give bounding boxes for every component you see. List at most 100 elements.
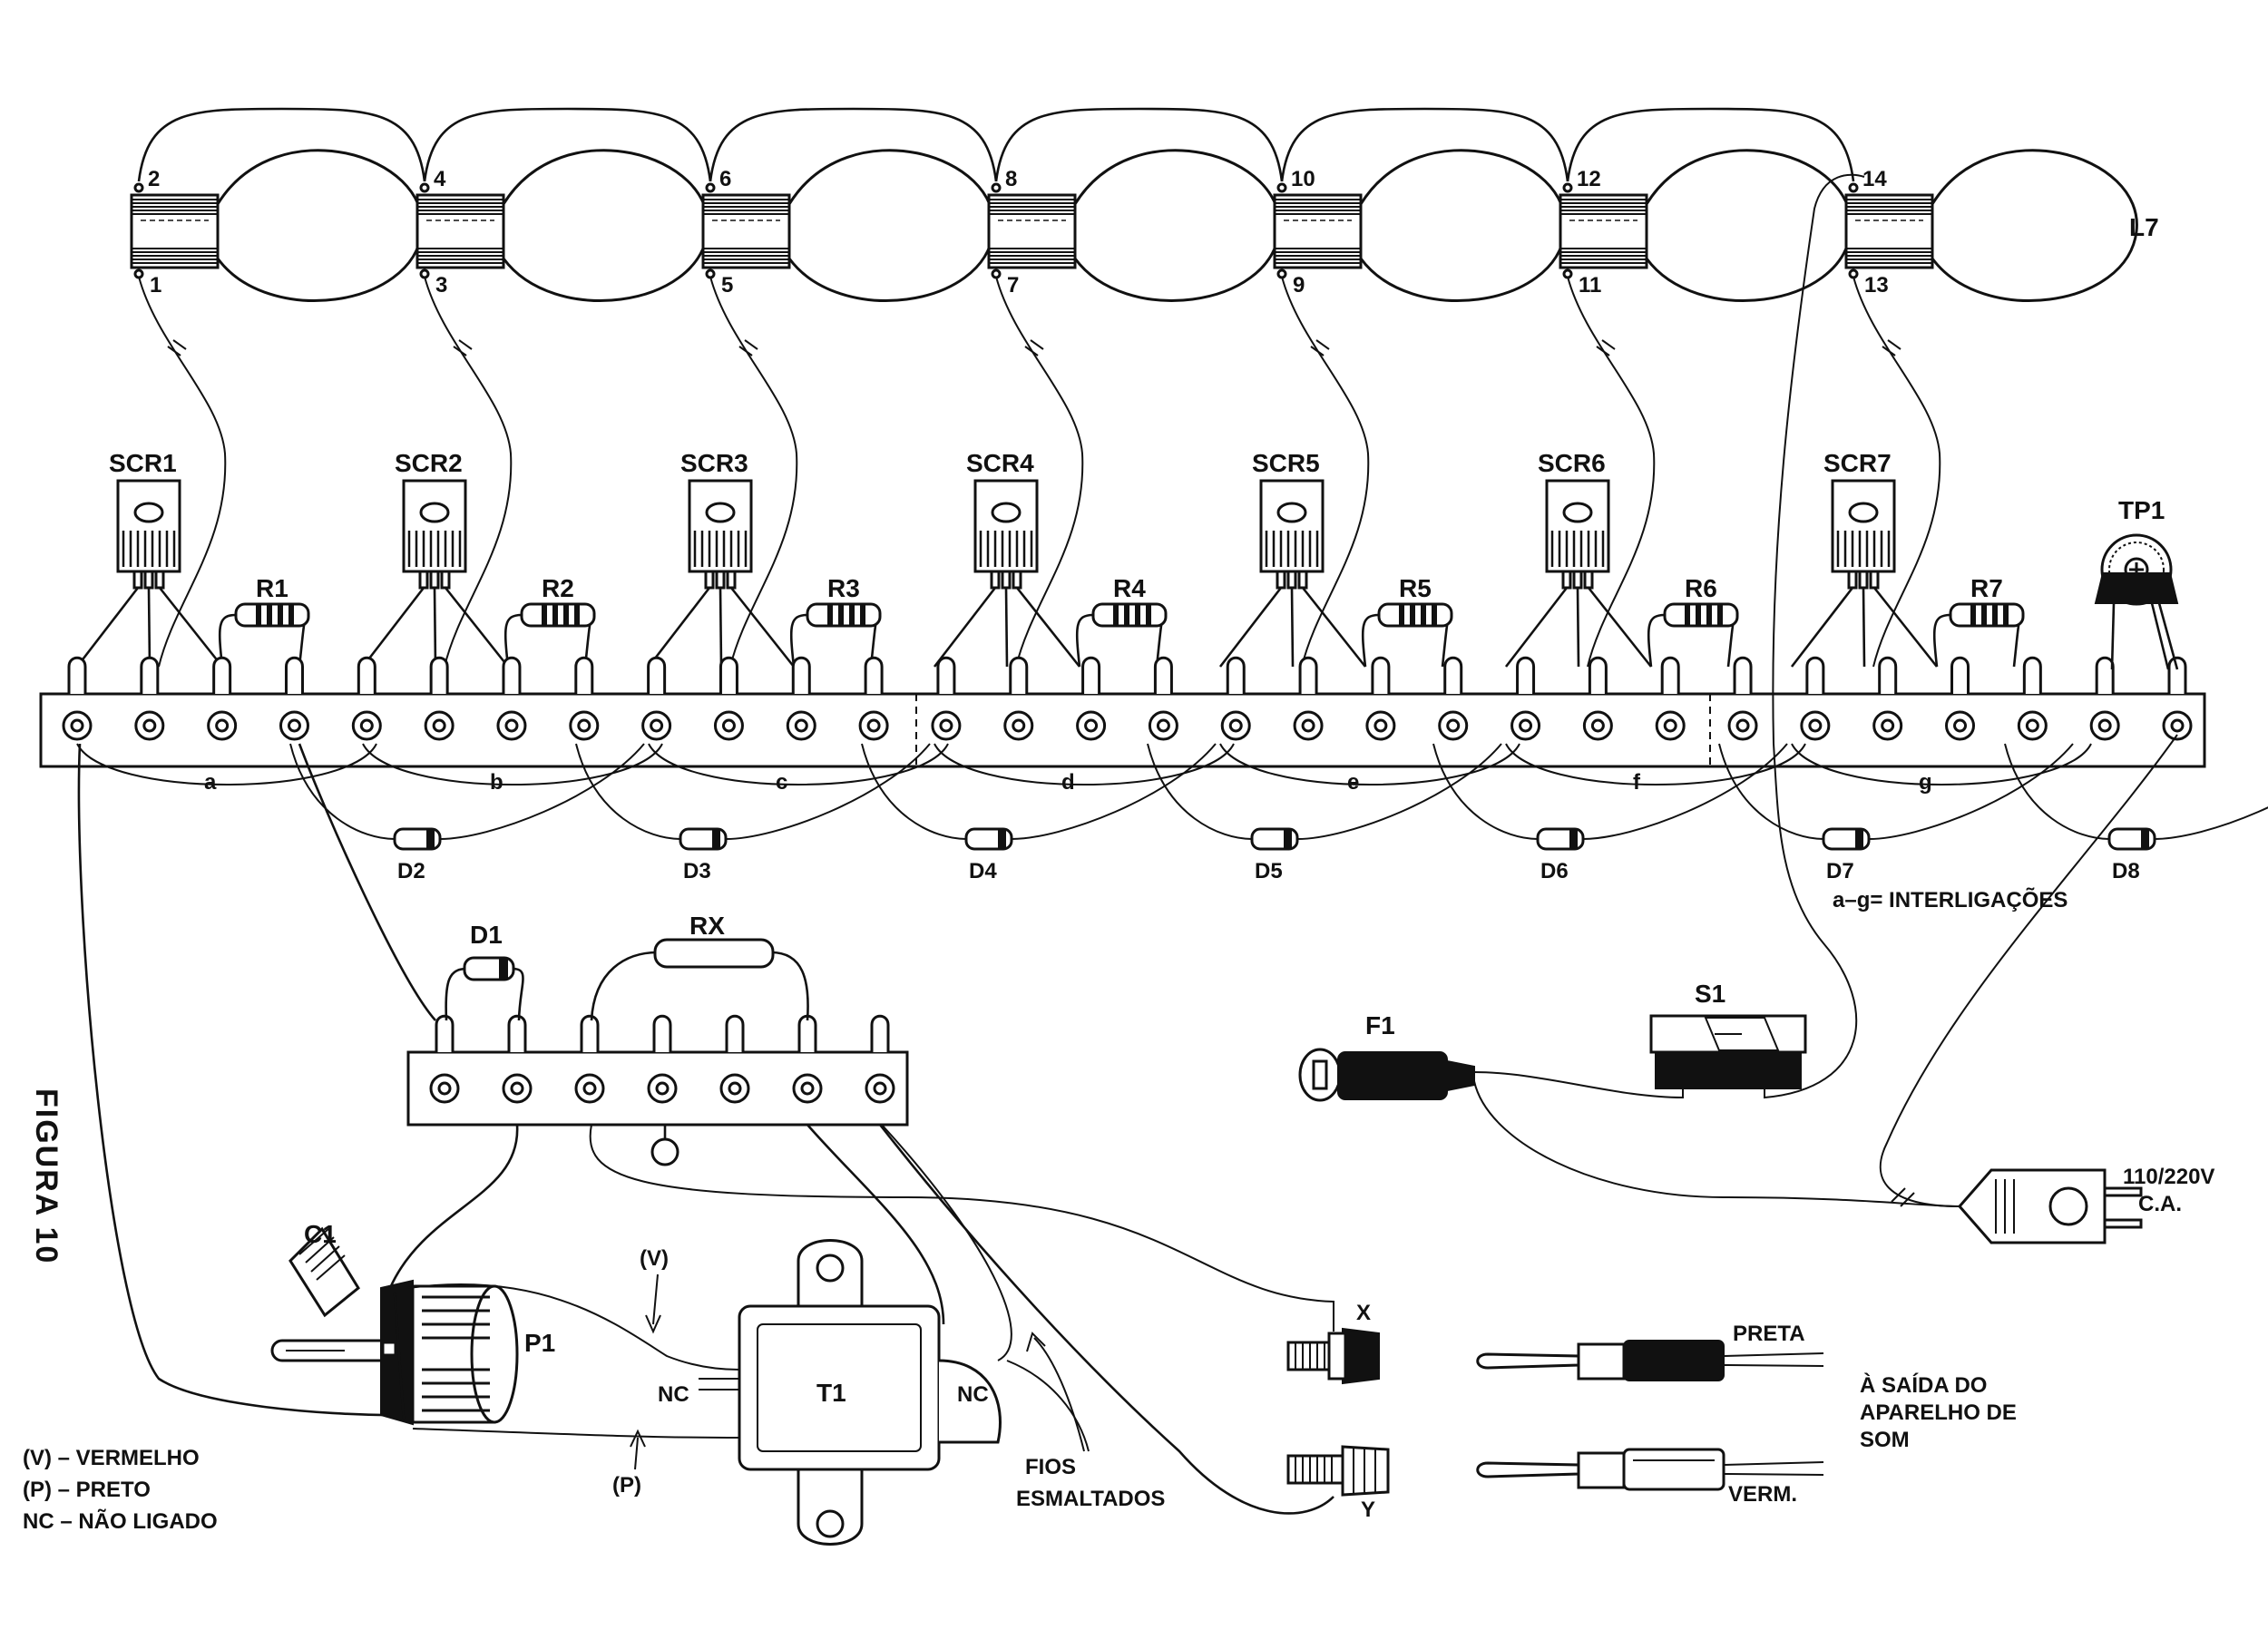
scr-row: SCR1R1SCR2R2SCR3R3SCR4R4SCR5R5SCR6R6SCR7… <box>75 276 2025 668</box>
trimpot-tp1: TP1 <box>2094 496 2179 670</box>
resistor-label: R3 <box>827 574 860 602</box>
scr-lead <box>1218 587 1283 668</box>
strip-screw <box>1012 718 1026 733</box>
lamp-terminal-bottom: 1 <box>150 273 161 298</box>
scr-label: SCR7 <box>1823 449 1892 477</box>
strip-screw <box>1228 718 1243 733</box>
lamp-bulb <box>787 149 995 302</box>
potentiometer-p1: C1 P1 <box>270 1220 555 1426</box>
lower-screw <box>510 1081 524 1096</box>
strip-tag <box>864 656 884 694</box>
strip-screw <box>287 718 301 733</box>
lower-tag <box>725 1014 745 1052</box>
resistor-band <box>1970 604 1976 626</box>
strip-screw <box>1590 718 1605 733</box>
terminal-dot <box>705 182 716 193</box>
terminal-dot <box>1848 268 1859 279</box>
resistor-band <box>827 604 833 626</box>
scr-6: SCR6 <box>1504 449 1653 668</box>
c1-label: C1 <box>304 1220 337 1248</box>
resistor-7: R7 <box>1932 574 2025 668</box>
strip-screw <box>866 718 881 733</box>
segment-label: b <box>490 770 503 795</box>
interconnect-note: a–g= INTERLIGAÇÕES <box>1833 887 2068 912</box>
strip-body <box>39 692 2206 768</box>
jack-y-label: Y <box>1361 1498 1375 1522</box>
scr-tab <box>688 479 753 573</box>
strip-tag <box>1226 656 1246 694</box>
enameled-label-1: FIOS <box>1025 1455 1076 1479</box>
resistor-band <box>1421 604 1426 626</box>
lamp-bulb <box>1073 149 1281 302</box>
scr-leg <box>1847 570 1858 590</box>
plug-red: VERM. <box>1476 1448 1824 1507</box>
jack-y: Y <box>1286 1445 1390 1522</box>
diode-lead <box>1718 743 2074 840</box>
segment-label: a <box>204 770 217 795</box>
scr-tab <box>116 479 181 573</box>
lamp-terminal-bottom: 7 <box>1007 273 1019 298</box>
lower-screw <box>655 1081 670 1096</box>
scr-leg <box>715 570 726 590</box>
legend: (V) – VERMELHO (P) – PRETO NC – NÃO LIGA… <box>23 1446 218 1534</box>
strip-tag <box>1298 656 1318 694</box>
diode-label: D6 <box>1540 859 1569 883</box>
lamp-terminal-top: 2 <box>148 167 160 191</box>
scr-leg <box>1012 570 1022 590</box>
resistor-band <box>1717 604 1723 626</box>
strip-screw <box>721 718 736 733</box>
cross-mark <box>1310 346 1325 356</box>
diode-band <box>426 829 435 849</box>
resistor-band <box>1146 604 1151 626</box>
diode-band <box>2141 829 2149 849</box>
lamp-terminal-top: 14 <box>1862 167 1887 191</box>
scr-tab <box>1545 479 1610 573</box>
scr-hole <box>133 502 164 523</box>
strip-tag <box>1009 656 1029 694</box>
resistor-band <box>860 604 865 626</box>
diode-label: D4 <box>969 859 997 883</box>
strip-screw <box>1301 718 1315 733</box>
scr-hole <box>705 502 736 523</box>
jack-x: X <box>1286 1301 1380 1385</box>
legend-line-2: (P) – PRETO <box>23 1478 151 1502</box>
strip-tag <box>1588 656 1608 694</box>
cross-mark <box>1887 339 1901 350</box>
strip-screw <box>1446 718 1461 733</box>
diode-band <box>998 829 1006 849</box>
scr-leg <box>143 570 154 590</box>
resistor-band <box>542 604 547 626</box>
switch-label: S1 <box>1695 980 1725 1008</box>
lamp-l4: L487 <box>987 149 1302 302</box>
strip-tag <box>1371 656 1391 694</box>
lamp-terminal-bottom: 11 <box>1579 273 1601 298</box>
voltage-label-2: C.A. <box>2138 1192 2182 1216</box>
lower-tag <box>797 1014 817 1052</box>
cross-mark <box>1315 339 1330 350</box>
strip-screw <box>2025 718 2039 733</box>
resistor-band <box>574 604 580 626</box>
strip-screw <box>2097 718 2112 733</box>
ac-plug: 110/220V C.A. <box>1958 1165 2214 1244</box>
terminal-dot <box>705 268 716 279</box>
lower-wires <box>77 173 2178 1515</box>
diode-band <box>1855 829 1863 849</box>
terminal-dot <box>1276 182 1287 193</box>
lamp-bulb <box>1931 149 2138 302</box>
scr-tab <box>973 479 1039 573</box>
scr-label: SCR6 <box>1538 449 1606 477</box>
strip-tag <box>140 656 160 694</box>
lower-tag <box>580 1014 600 1052</box>
scr-lead <box>729 587 796 668</box>
lamp-terminal-top: 12 <box>1577 167 1601 191</box>
resistor-band <box>849 604 855 626</box>
scr-label: SCR4 <box>966 449 1034 477</box>
lamp-terminal-top: 4 <box>434 167 446 191</box>
cross-mark <box>453 346 467 356</box>
lamp-l2: L243 <box>415 149 730 302</box>
scr-leg <box>418 570 429 590</box>
diode-d1: D1 <box>445 921 524 1021</box>
scr-tab <box>1831 479 1896 573</box>
terminal-dot <box>419 182 430 193</box>
scr-lead <box>1301 587 1367 668</box>
